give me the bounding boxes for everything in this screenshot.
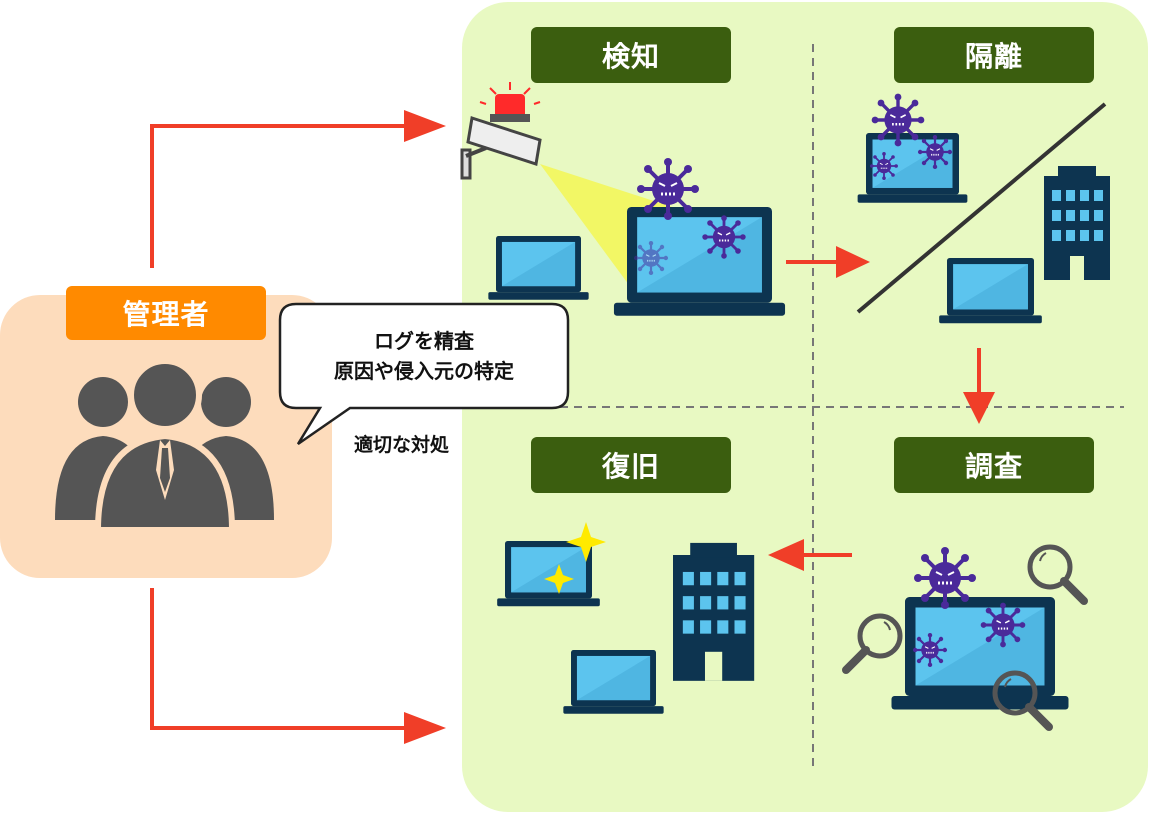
magnifier-icon bbox=[1030, 547, 1084, 601]
top-connector-line bbox=[150, 124, 410, 268]
building-icon bbox=[1044, 166, 1110, 280]
bottom-connector-arrowhead bbox=[404, 712, 446, 744]
investigated-laptop-icon bbox=[891, 597, 1069, 710]
virus-icon bbox=[916, 133, 954, 171]
infected-laptop-icon bbox=[613, 206, 786, 316]
virus-icon bbox=[632, 239, 670, 277]
bubble-line-2: 原因や侵入元の特定 bbox=[334, 359, 514, 383]
isolate-to-investigate-arrowhead bbox=[963, 392, 995, 424]
admin-label: 管理者 bbox=[66, 286, 266, 340]
stage-isolate-label: 隔離 bbox=[894, 27, 1094, 83]
speech-bubble bbox=[278, 302, 570, 446]
magnifier-icon bbox=[846, 616, 900, 670]
sparkle-icon bbox=[544, 522, 606, 594]
virus-icon bbox=[635, 156, 701, 222]
investigate-to-recover-arrowhead bbox=[768, 539, 804, 571]
action-note: 適切な対処 bbox=[354, 434, 450, 456]
admin-group-icon bbox=[55, 358, 274, 533]
stage-detect-label: 検知 bbox=[531, 27, 731, 83]
recovered-laptop-icon bbox=[563, 650, 664, 714]
bubble-line-1: ログを精査 bbox=[374, 329, 474, 353]
security-camera-icon bbox=[460, 82, 542, 180]
bottom-connector-line bbox=[150, 588, 410, 730]
virus-icon bbox=[912, 545, 978, 611]
isolation-barrier-line bbox=[856, 102, 1107, 314]
detect-to-isolate-arrowhead bbox=[836, 246, 870, 278]
isolated-laptop-icon bbox=[857, 133, 968, 203]
virus-icon bbox=[869, 91, 927, 149]
virus-icon bbox=[700, 213, 748, 261]
bubble-text: ログを精査 原因や侵入元の特定 bbox=[284, 326, 564, 386]
small-laptop-icon bbox=[488, 236, 589, 300]
building-icon bbox=[673, 542, 755, 681]
safe-laptop-icon bbox=[939, 258, 1042, 324]
top-connector-arrowhead bbox=[404, 110, 446, 142]
virus-icon bbox=[979, 601, 1027, 649]
stage-recover-label: 復旧 bbox=[531, 437, 731, 493]
virus-icon bbox=[869, 151, 899, 181]
stage-investigate-label: 調査 bbox=[894, 437, 1094, 493]
virus-icon bbox=[911, 631, 949, 669]
